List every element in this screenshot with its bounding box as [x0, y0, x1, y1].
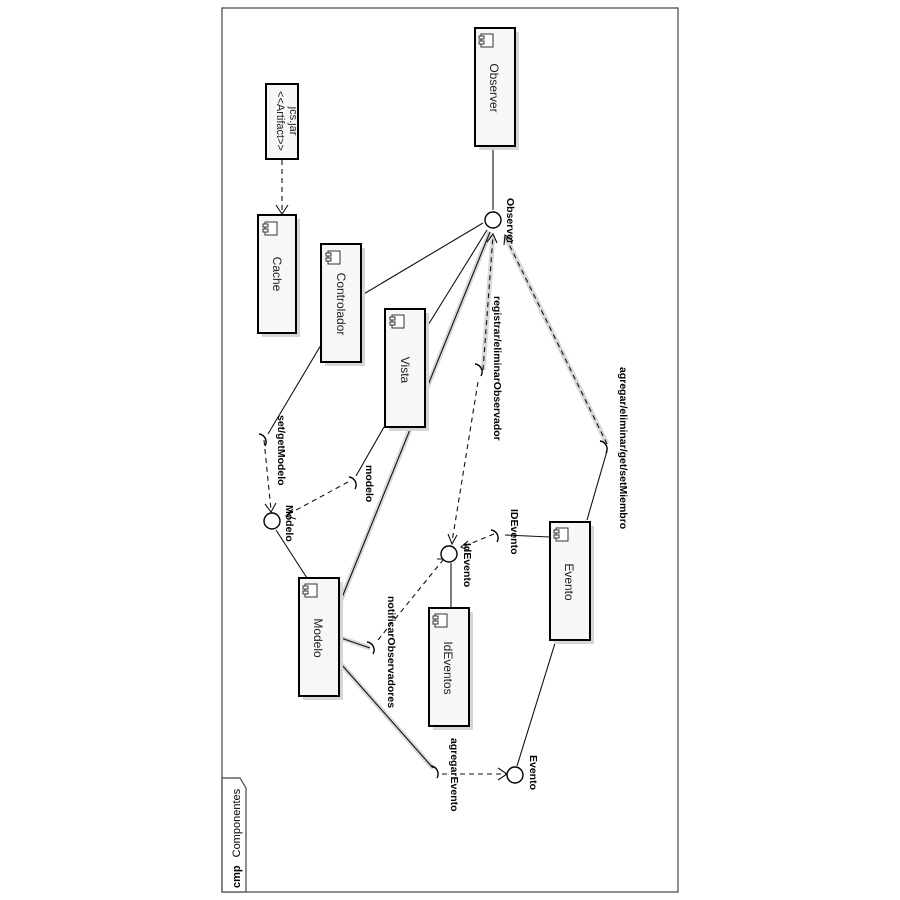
arrowhead-observer-a [486, 232, 498, 244]
component-icon [432, 613, 448, 628]
component-icon [389, 314, 405, 329]
arrowhead-idevento-a [447, 533, 458, 546]
vista-label: Vista [398, 357, 412, 384]
vista-box [384, 308, 426, 428]
frame-name: Componentes [231, 788, 243, 857]
setgetmodelo-dependency [263, 439, 272, 511]
artifact-name: jcs.jar [287, 106, 299, 136]
modelo-lollipop-link [275, 529, 308, 579]
evento-label: Evento [562, 563, 576, 601]
arrowhead-observer-b [503, 233, 514, 246]
miembro-label: agregar/eliminar/get/setMiembro [617, 367, 629, 529]
component-controlador[interactable]: Controlador [320, 243, 365, 366]
agregarevento-label: agregarEvento [448, 738, 460, 812]
observer-lollipop[interactable] [484, 211, 502, 229]
vista-observer-link [424, 229, 488, 331]
ideventos-box [428, 607, 470, 727]
arrowhead-modelo-a [264, 502, 277, 514]
evento-provided-label: Evento [527, 755, 539, 790]
registrar-label: registrar/eliminarObservador [491, 296, 503, 441]
observer-interface-label: Observer [504, 198, 516, 244]
required-interfaces [258, 363, 608, 779]
frame-name-label: cmp Componentes [227, 788, 244, 888]
registrar-idevento-dependency [451, 381, 479, 543]
provided-interfaces [263, 211, 524, 784]
observer-box [474, 27, 516, 147]
component-icon [553, 527, 569, 542]
modelo-label: Modelo [311, 618, 325, 658]
miembro-socket[interactable] [599, 440, 608, 454]
component-ideventos[interactable]: IdEventos [428, 607, 473, 730]
miembro-observer-dependency [504, 235, 608, 445]
component-observer[interactable]: Observer [474, 27, 519, 150]
evento-lollipop-link [516, 639, 557, 767]
frame-name-tab [221, 777, 247, 893]
cache-label: Cache [270, 257, 284, 292]
artifact-jcs-jar[interactable]: <<Artifact>> jcs.jar [265, 83, 299, 160]
observer-label: Observer [487, 63, 501, 112]
arrowheads [264, 204, 514, 781]
setgetmodelo-label: set/getModelo [275, 415, 287, 486]
agregarevento-socket[interactable] [430, 765, 439, 779]
controlador-observer-link [361, 222, 484, 296]
evento-idevento-link [504, 534, 551, 538]
evento-box [549, 521, 591, 641]
component-icon [262, 221, 278, 236]
idevento-socket[interactable] [490, 529, 499, 543]
modelo-provided-label: Modelo [283, 505, 295, 542]
component-vista[interactable]: Vista [384, 308, 429, 431]
registrar-socket[interactable] [474, 363, 483, 377]
artifact-box [265, 83, 299, 160]
modelo-lollipop[interactable] [263, 512, 281, 530]
component-evento[interactable]: Evento [549, 521, 594, 644]
ideventos-label: IdEventos [441, 641, 455, 694]
modelo-notificar-link [340, 637, 371, 649]
vista-modelo-socket-link [355, 426, 385, 477]
setgetmodelo-socket[interactable] [258, 433, 267, 447]
component-icon [478, 33, 494, 48]
frame-keyword: cmp [231, 865, 243, 888]
idevento-socket-dependency [461, 533, 495, 548]
idevento-provided-label: IdEvento [461, 543, 473, 587]
modelo-box [298, 577, 340, 697]
modelo-agregarevento-link [340, 663, 434, 769]
component-icon [302, 583, 318, 598]
interface-labels: Observer Modelo IdEvento Evento set/getM… [275, 198, 629, 812]
notificar-socket[interactable] [366, 641, 375, 655]
arrowhead-idevento-c [459, 540, 471, 552]
idevento-lollipop[interactable] [440, 545, 458, 563]
registrar-observer-dependency [482, 235, 494, 371]
component-icon [325, 250, 341, 265]
artifact-stereotype: <<Artifact>> [274, 91, 286, 151]
modelo-socket[interactable] [348, 476, 357, 490]
modelo-socket-dependency [286, 481, 349, 516]
evento-miembro-link [586, 450, 608, 521]
controlador-setgetmodelo-link [267, 344, 322, 435]
controlador-label: Controlador [334, 273, 348, 336]
evento-lollipop[interactable] [506, 766, 524, 784]
notificar-label: notificarObservadores [385, 596, 397, 708]
arrowhead-modelo-b [284, 508, 297, 520]
component-cache[interactable]: Cache [257, 214, 300, 337]
modelo-required-label: modelo [363, 465, 375, 502]
idevento-required-label: IDEvento [508, 509, 520, 555]
notificar-idevento-dependency [377, 559, 444, 641]
component-modelo[interactable]: Modelo [298, 577, 343, 700]
